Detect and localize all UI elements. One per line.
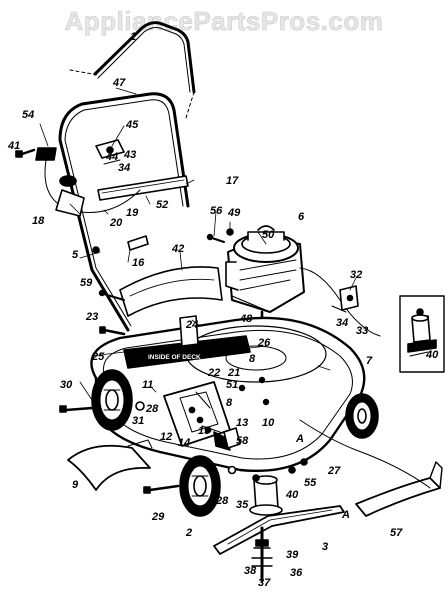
part-label: 44 — [106, 151, 119, 163]
part-label: 38 — [244, 565, 257, 577]
part-label: 55 — [304, 477, 317, 489]
part-label: 28 — [146, 403, 159, 415]
part-label: 26 — [258, 337, 271, 349]
part-label: 3 — [322, 541, 329, 553]
part-label: 9 — [72, 479, 79, 491]
throttle-control — [95, 139, 125, 165]
part-label: 59 — [80, 277, 93, 289]
part-label: 43 — [124, 149, 137, 161]
part-label: 24 — [186, 319, 199, 331]
engine — [225, 225, 381, 337]
cross-brace — [97, 175, 189, 201]
part-label: 8 — [226, 397, 233, 409]
part-label: 12 — [160, 431, 173, 443]
part-label: 54 — [22, 109, 35, 121]
part-label: 30 — [60, 379, 73, 391]
part-label: 34 — [336, 317, 349, 329]
part-label: 52 — [156, 199, 169, 211]
part-label: 7 — [366, 355, 373, 367]
handle-bolt-lower — [92, 235, 149, 254]
part-label: 21 — [228, 367, 241, 379]
part-label: 2 — [186, 527, 193, 539]
part-label: 17 — [226, 175, 239, 187]
part-label: 11 — [142, 379, 154, 391]
part-label: 20 — [110, 217, 123, 229]
blade — [213, 505, 345, 555]
part-label: 45 — [126, 119, 139, 131]
part-label: 39 — [286, 549, 299, 561]
part-label: 16 — [132, 257, 145, 269]
part-label: 51 — [226, 379, 239, 391]
front-wheel-left — [179, 455, 237, 517]
part-label: 57 — [390, 527, 403, 539]
part-label: 41 — [8, 140, 21, 152]
screw-59 — [98, 289, 125, 301]
rear-wheel-left — [59, 369, 145, 431]
deck-mark-a-front: A — [296, 433, 304, 445]
part-label: 5 — [72, 249, 79, 261]
part-label: 37 — [258, 577, 271, 589]
part-label: 47 — [113, 77, 126, 89]
part-label: 35 — [236, 499, 249, 511]
front-wheel-right — [345, 393, 379, 439]
part-label: 13 — [236, 417, 249, 429]
part-label: 14 — [178, 437, 191, 449]
part-label: 29 — [152, 511, 165, 523]
blade-adapter — [249, 458, 308, 516]
part-label: 22 — [208, 367, 221, 379]
part-label: 10 — [262, 417, 275, 429]
watermark: AppliancePartsPros.com — [64, 6, 384, 37]
bolt-23 — [99, 326, 126, 336]
throttle-bracket — [331, 285, 359, 313]
rear-shield: INSIDE OF DECK — [123, 315, 251, 369]
part-label: 19 — [126, 207, 139, 219]
part-label: 23 — [86, 311, 99, 323]
part-label: 58 — [236, 435, 249, 447]
screw-56 — [206, 233, 225, 243]
part-label: 32 — [350, 269, 363, 281]
throttle-cable — [35, 147, 141, 217]
part-label: 48 — [240, 313, 253, 325]
control-cable — [299, 419, 431, 489]
part-label: 27 — [328, 465, 341, 477]
upper-handle — [69, 21, 196, 119]
part-label: 40 — [426, 349, 439, 361]
inset-detail — [399, 295, 445, 373]
part-label: 15 — [198, 425, 211, 437]
nut-49 — [226, 228, 234, 236]
deck-mark-a-bracket: A — [342, 509, 350, 521]
bolt-41 — [15, 148, 36, 158]
part-label: 40 — [286, 489, 299, 501]
blade-bolt — [251, 526, 273, 582]
part-label: 49 — [228, 207, 241, 219]
rear-deflector — [67, 439, 153, 491]
part-label: 50 — [262, 229, 275, 241]
part-label: 36 — [290, 567, 303, 579]
height-adjuster — [163, 381, 241, 451]
part-label: 56 — [210, 205, 223, 217]
bolt-29 — [143, 484, 180, 494]
part-label: 6 — [298, 211, 305, 223]
part-label: 33 — [356, 325, 369, 337]
deck-decal: INSIDE OF DECK — [148, 354, 201, 361]
handle-lower-brace — [119, 266, 223, 317]
part-label: 34 — [118, 162, 131, 174]
part-label: 42 — [172, 243, 185, 255]
part-label: 25 — [92, 351, 105, 363]
part-label: 31 — [132, 415, 145, 427]
part-label: 1 — [130, 31, 137, 43]
deck-mark-center: 8 — [249, 353, 256, 365]
part-label: 18 — [32, 215, 45, 227]
part-label: 28 — [216, 495, 229, 507]
rear-bar — [355, 461, 443, 517]
